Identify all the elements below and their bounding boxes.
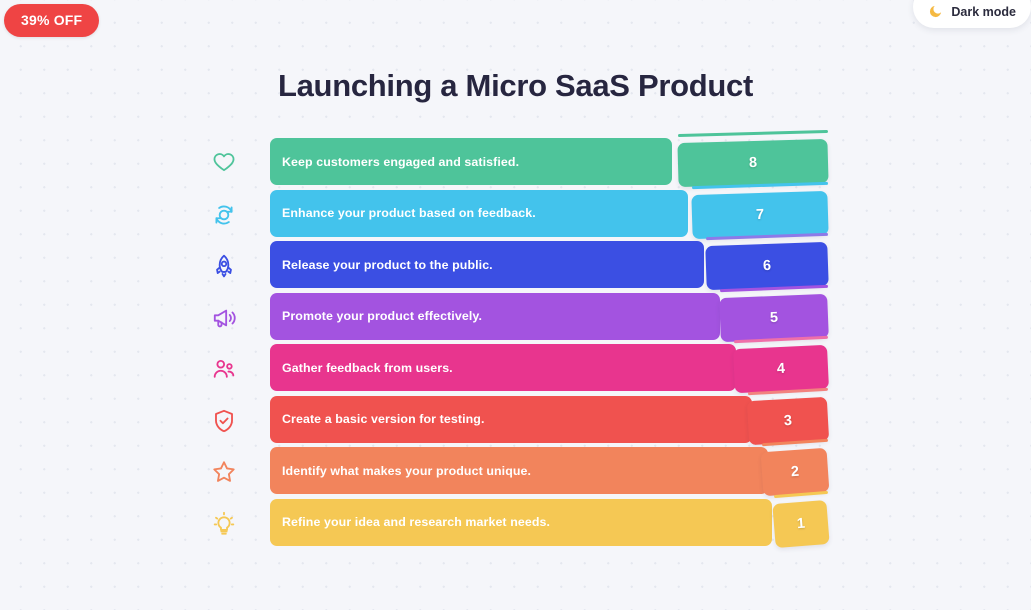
page-title: Launching a Micro SaaS Product [277, 68, 754, 103]
chart-row: Enhance your product based on feedback. … [0, 181, 1031, 242]
chart-bar[interactable]: Release your product to the public. [270, 241, 704, 288]
chart-row: Promote your product effectively. 5 [0, 284, 1031, 345]
chart-bar-label: Promote your product effectively. [282, 309, 482, 323]
chart-bar-label: Create a basic version for testing. [282, 412, 485, 426]
step-number: 5 [769, 309, 779, 326]
step-number: 7 [755, 206, 765, 223]
chart-bar[interactable]: Gather feedback from users. [270, 344, 736, 391]
chart-bar[interactable]: Create a basic version for testing. [270, 395, 752, 443]
chart-row: Identify what makes your product unique.… [0, 438, 1031, 499]
funnel-chart: Keep customers engaged and satisfied. 8 … [0, 129, 1031, 551]
step-number-box[interactable]: 4 [733, 344, 829, 394]
step-number-box[interactable]: 7 [691, 190, 829, 239]
chart-bar-label: Keep customers engaged and satisfied. [282, 154, 520, 169]
step-number-box[interactable]: 5 [719, 293, 829, 342]
chart-row: Gather feedback from users. 4 [0, 335, 1031, 396]
step-number: 4 [776, 360, 786, 378]
moon-icon [928, 4, 943, 19]
star-icon [209, 457, 239, 487]
chart-bar[interactable]: Keep customers engaged and satisfied. [270, 138, 672, 185]
rocket-icon [209, 251, 239, 281]
users-icon [209, 354, 239, 384]
step-number: 1 [796, 515, 806, 532]
chart-bar-label: Refine your idea and research market nee… [282, 515, 551, 529]
chart-row: Release your product to the public. 6 [0, 232, 1031, 293]
megaphone-icon [209, 303, 239, 333]
step-number: 3 [783, 412, 793, 429]
heart-icon [209, 148, 239, 178]
step-number: 6 [762, 257, 772, 275]
chart-bar-label: Release your product to the public. [282, 257, 493, 272]
step-number-box[interactable]: 1 [772, 499, 830, 548]
chart-row: Refine your idea and research market nee… [0, 490, 1031, 551]
refresh-icon [209, 200, 239, 230]
chart-bar[interactable]: Promote your product effectively. [270, 292, 720, 340]
step-number-box[interactable]: 2 [760, 447, 830, 497]
step-number-box[interactable]: 3 [746, 396, 830, 445]
shield-check-icon [209, 406, 239, 436]
chart-bar-label: Enhance your product based on feedback. [282, 206, 536, 220]
accent-line [677, 129, 829, 138]
lightbulb-icon [209, 509, 239, 539]
step-number: 8 [748, 154, 758, 172]
chart-bar[interactable]: Identify what makes your product unique. [270, 447, 768, 494]
step-number: 2 [790, 463, 800, 481]
chart-bar-label: Identify what makes your product unique. [282, 463, 532, 478]
chart-bar[interactable]: Enhance your product based on feedback. [270, 189, 688, 237]
step-number-box[interactable]: 6 [705, 241, 829, 291]
discount-badge[interactable]: 39% OFF [4, 4, 100, 37]
chart-row: Keep customers engaged and satisfied. 8 [0, 129, 1031, 190]
dark-mode-label: Dark mode [951, 4, 1016, 19]
step-number-box[interactable]: 8 [677, 138, 829, 188]
chart-row: Create a basic version for testing. 3 [0, 387, 1031, 448]
chart-bar[interactable]: Refine your idea and research market nee… [270, 498, 772, 546]
dark-mode-toggle[interactable]: Dark mode [913, 0, 1031, 28]
chart-bar-label: Gather feedback from users. [282, 360, 453, 375]
